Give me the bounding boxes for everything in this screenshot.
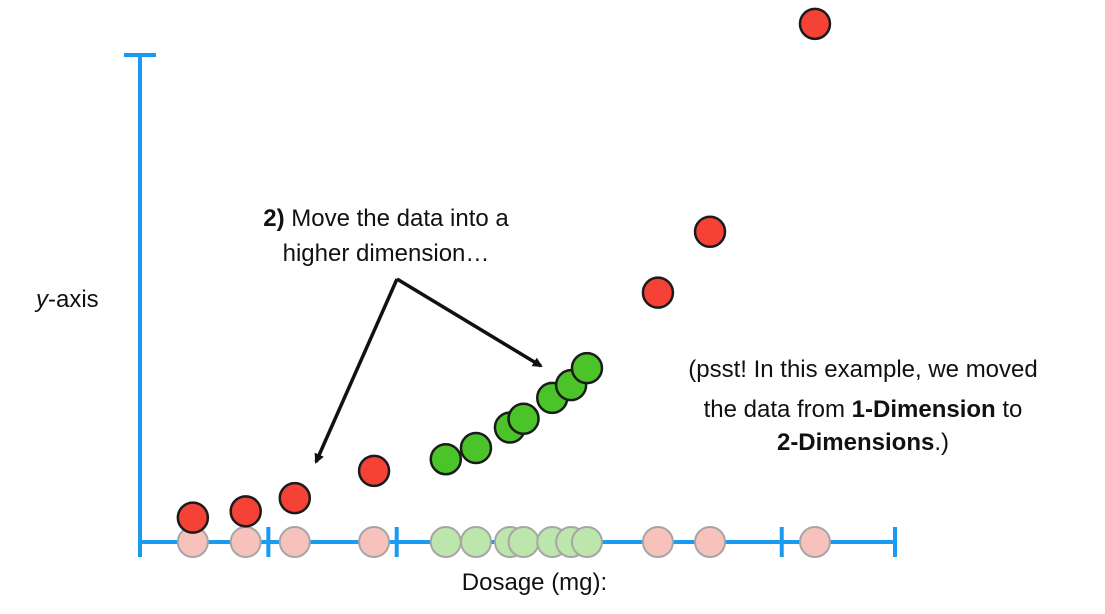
projected-point xyxy=(459,526,492,558)
data-point xyxy=(357,454,391,488)
annotation-side-text: (psst! In this example, we moved xyxy=(688,356,1037,383)
data-point xyxy=(459,431,493,465)
data-point xyxy=(798,7,832,41)
annotation-side-text: .) xyxy=(934,429,949,456)
data-point xyxy=(229,495,262,528)
projected-point xyxy=(641,526,674,558)
data-point xyxy=(278,481,312,515)
data-point xyxy=(693,215,727,249)
projected-point xyxy=(429,526,462,558)
annotation-side-line: 2-Dimensions.) xyxy=(777,429,949,456)
annotation-arrows-group xyxy=(314,277,543,464)
annotation-side-bold: 2-Dimensions xyxy=(777,429,934,456)
annotation-side-text: the data from xyxy=(704,396,852,423)
projected-point xyxy=(507,526,540,558)
annotation-side-line: the data from 1-Dimension to xyxy=(704,396,1023,423)
data-point xyxy=(176,501,210,534)
annotation-arrow-left xyxy=(314,278,399,464)
projected-point xyxy=(229,526,262,558)
axes-group xyxy=(124,53,897,557)
y-axis-label-variable: y xyxy=(34,286,50,313)
annotation-top-text: Move the data into a xyxy=(285,205,510,232)
annotation-side-line: (psst! In this example, we moved xyxy=(688,356,1037,383)
data-point xyxy=(641,276,675,309)
data-points-group xyxy=(176,7,832,534)
data-point xyxy=(507,402,540,436)
y-axis-label: y-axis xyxy=(34,286,99,313)
annotation-arrow-right xyxy=(396,277,543,368)
annotation-side-bold: 1-Dimension xyxy=(852,396,996,423)
projected-point xyxy=(798,526,831,558)
annotation-side-text: to xyxy=(996,396,1023,423)
annotation-top-line: higher dimension… xyxy=(283,240,490,267)
projected-point xyxy=(358,526,391,558)
projected-point xyxy=(570,526,603,558)
annotation-top-line: 2) Move the data into a xyxy=(263,205,509,232)
y-axis-label-rest: -axis xyxy=(48,286,99,313)
data-point xyxy=(429,442,463,476)
data-point xyxy=(570,351,604,385)
annotation-top-text: higher dimension… xyxy=(283,240,490,267)
annotation-top-bold: 2) xyxy=(263,205,284,232)
projected-point xyxy=(694,526,727,558)
projected-point xyxy=(278,526,311,558)
annotations-group: Dosage (mg): y-axis 2) Move the data into … xyxy=(34,205,1038,596)
x-axis-label: Dosage (mg): xyxy=(462,569,607,596)
